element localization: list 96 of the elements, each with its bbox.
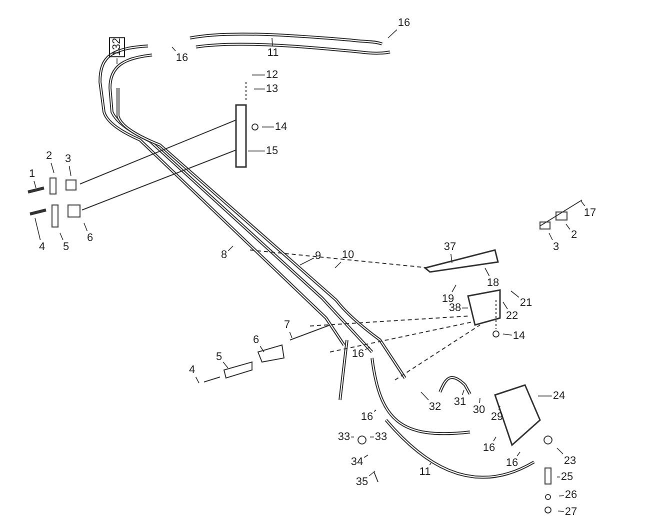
- callout-number: 16: [176, 52, 188, 64]
- leader-line: [300, 258, 314, 266]
- leader-line: [484, 268, 490, 276]
- callout-number: 14: [512, 330, 526, 342]
- callout-number: 5: [216, 351, 222, 363]
- callout-number: 15: [266, 145, 278, 157]
- callout-number: 16: [360, 411, 374, 423]
- callout-number: 16: [352, 348, 364, 360]
- callout-number: 25: [560, 471, 574, 483]
- callout-number: 10: [342, 249, 354, 261]
- leader-line: [510, 290, 520, 298]
- leader-line: [374, 410, 376, 412]
- leader-line: [556, 476, 560, 478]
- leader-line: [252, 74, 266, 76]
- leader-line: [548, 232, 553, 240]
- leader-line: [350, 436, 354, 438]
- callout-number: 32: [428, 401, 442, 413]
- callout-number: 3: [64, 153, 72, 165]
- callout-number: 2: [46, 150, 52, 162]
- callout-number: 1: [28, 168, 36, 180]
- leader-line: [34, 218, 41, 240]
- leader-line: [195, 376, 200, 384]
- callout-number: 11: [419, 466, 431, 478]
- leader-line: [556, 448, 564, 454]
- callout-number: 16: [506, 457, 518, 469]
- callout-number: 13: [266, 83, 278, 95]
- callout-number: 14: [274, 121, 288, 133]
- leader-line: [452, 284, 456, 292]
- callout-number: 9: [314, 250, 322, 262]
- callout-number: 4: [188, 364, 196, 376]
- leader-line: [368, 470, 376, 476]
- leader-line: [498, 406, 500, 410]
- callout-number: 4: [38, 241, 46, 253]
- leader-line: [502, 334, 512, 336]
- callout-number: 6: [86, 232, 94, 244]
- callout-number: 33: [374, 431, 388, 443]
- leader-line: [388, 29, 398, 38]
- callout-number: 30: [472, 404, 486, 416]
- callout-number: 17: [584, 207, 596, 219]
- leader-line: [420, 392, 429, 400]
- callout-number: 35: [356, 476, 368, 488]
- leader-line: [334, 262, 342, 268]
- leader-line: [566, 224, 570, 230]
- callout-number: 2: [570, 229, 578, 241]
- callout-number: 8: [220, 249, 228, 261]
- leader-line: [34, 180, 36, 188]
- leader-line: [262, 126, 274, 128]
- callout-number: 12: [266, 69, 278, 81]
- leader-line: [450, 254, 452, 264]
- leader-line: [222, 362, 228, 368]
- callout-number: 34: [350, 456, 364, 468]
- leader-line: [364, 346, 370, 350]
- callout-number: 7: [284, 319, 290, 331]
- leader-line: [60, 232, 64, 240]
- callout-number: 16: [398, 17, 410, 29]
- leader-line: [493, 436, 496, 442]
- leader-line: [558, 495, 564, 496]
- callout-number: 27: [564, 506, 578, 518]
- callout-number: 18: [486, 277, 500, 289]
- leader-line: [248, 150, 266, 152]
- callout-number: 38: [448, 302, 462, 314]
- callout-number: 37: [444, 241, 456, 253]
- leader-line: [462, 390, 464, 396]
- leader-line: [84, 222, 88, 232]
- leader-line: [272, 38, 273, 46]
- leader-line: [116, 58, 118, 64]
- leader-line: [228, 246, 234, 252]
- callout-number: 3: [552, 241, 560, 253]
- callout-number: 31: [454, 396, 466, 408]
- leader-line: [370, 436, 374, 438]
- leader-line: [502, 302, 508, 310]
- callout-number: 23: [564, 455, 576, 467]
- leader-line: [260, 346, 264, 352]
- callout-number: 21: [520, 297, 532, 309]
- leader-line: [516, 452, 520, 456]
- callout-number: 22: [506, 310, 518, 322]
- leader-line: [580, 200, 586, 206]
- leader-line: [429, 462, 432, 466]
- leader-line: [172, 46, 176, 52]
- callout-number: 11: [267, 47, 279, 59]
- callout-number: 24: [552, 390, 566, 402]
- leader-line: [558, 510, 564, 512]
- callout-number: 26: [564, 489, 578, 501]
- callout-number: 132: [109, 36, 125, 58]
- leader-line: [254, 88, 266, 90]
- leader-line: [364, 454, 368, 458]
- leader-line: [50, 162, 54, 174]
- callout-number: 33: [338, 431, 350, 443]
- leader-line: [289, 332, 292, 338]
- callout-number: 16: [482, 442, 496, 454]
- callout-number: 5: [62, 241, 70, 253]
- leader-line: [479, 398, 480, 404]
- callout-number: 6: [252, 334, 260, 346]
- leader-line: [68, 166, 72, 176]
- callout-number: 19: [442, 293, 454, 305]
- callout-number: 29: [490, 411, 504, 423]
